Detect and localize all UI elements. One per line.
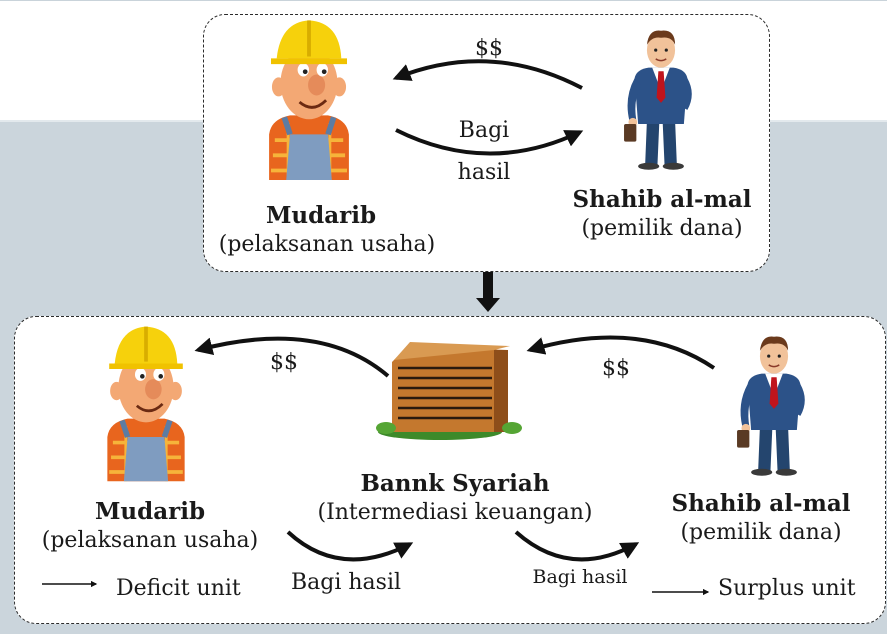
money-arrow-bank-to-mudarib	[194, 336, 390, 378]
mudarib-role-bottom: (pelaksanan usaha)	[41, 528, 259, 553]
businessman-icon-top	[623, 29, 693, 171]
shahib-name-bottom: Shahib al-mal	[671, 490, 851, 517]
mudarib-name-top: Mudarib	[265, 202, 377, 229]
mudarib-name-bottom: Mudarib	[94, 498, 206, 525]
money-label-bottom-right: $$	[602, 356, 630, 381]
bank-name: Bannk Syariah	[360, 470, 550, 497]
mudarib-role-top: (pelaksanan usaha)	[218, 232, 436, 257]
bank-role: (Intermediasi keuangan)	[317, 500, 593, 525]
money-arrow-top	[392, 59, 583, 90]
shahib-role-top: (pemilik dana)	[581, 216, 743, 241]
profit-arrow-mudarib-to-bank	[286, 530, 414, 562]
profit-label-bottom-left: Bagi hasil	[290, 570, 402, 595]
flow-down-arrow	[476, 272, 500, 312]
shahib-role-bottom: (pemilik dana)	[680, 520, 842, 545]
businessman-icon-bottom	[736, 335, 806, 477]
profit-label-top-line1: Bagi	[458, 118, 510, 143]
shahib-name-top: Shahib al-mal	[572, 186, 752, 213]
worker-icon-bottom	[107, 327, 184, 482]
deficit-unit-label: Deficit unit	[116, 576, 241, 601]
profit-label-bottom-right: Bagi hasil	[532, 566, 628, 588]
money-label-top: $$	[475, 36, 503, 61]
worker-icon-top	[269, 20, 349, 180]
profit-arrow-bank-to-shahib	[514, 530, 640, 562]
surplus-unit-label: Surplus unit	[718, 576, 856, 601]
bank-building-icon	[374, 340, 524, 442]
profit-arrow-top	[395, 128, 584, 156]
money-label-bottom-left: $$	[270, 350, 298, 375]
money-arrow-shahib-to-bank	[526, 335, 716, 370]
profit-label-top-line2: hasil	[457, 160, 511, 185]
